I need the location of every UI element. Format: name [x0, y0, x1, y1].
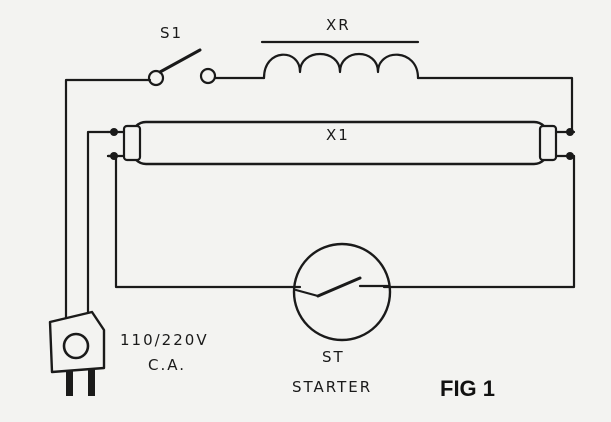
wire-top-left — [64, 78, 152, 320]
ballast-coil-icon — [260, 40, 420, 80]
switch-label: S1 — [160, 24, 183, 42]
figure-caption: FIG 1 — [440, 376, 495, 401]
fluorescent-tube-icon — [106, 120, 576, 166]
wire-starter-left — [106, 154, 302, 289]
voltage-label: 110/220V — [120, 331, 209, 349]
ballast-label: XR — [326, 16, 351, 34]
wire-ballast-right — [416, 76, 574, 132]
wire-starter-right — [382, 154, 576, 289]
lamp-label: X1 — [326, 126, 350, 144]
switch-icon — [147, 48, 217, 87]
starter-icon — [292, 242, 392, 342]
current-type-label: C.A. — [148, 356, 186, 374]
wall-plug-icon — [48, 310, 106, 396]
starter-name-label: STARTER — [292, 378, 372, 396]
wire-left-pin-to-plug — [86, 130, 110, 320]
starter-id-label: ST — [322, 348, 345, 366]
